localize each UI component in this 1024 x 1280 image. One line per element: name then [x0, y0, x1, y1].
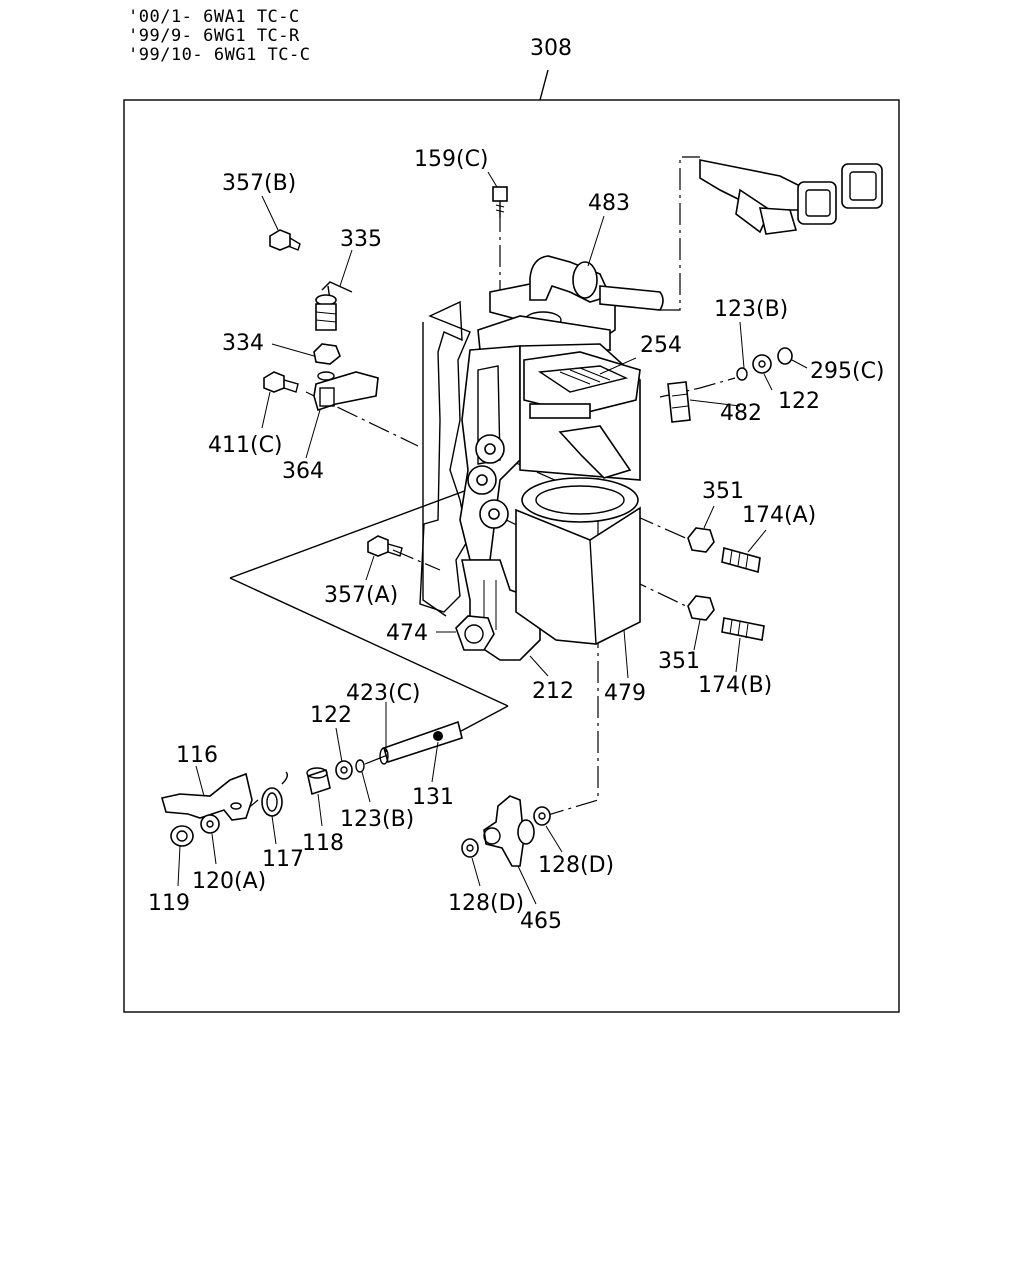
- gasket: [419, 300, 471, 613]
- callout-122-top: 122: [778, 389, 820, 414]
- wire-harness-483: [529, 255, 664, 311]
- callout-119: 119: [148, 891, 190, 916]
- callout-254: 254: [640, 333, 682, 358]
- nut-334: [313, 343, 341, 381]
- actuator-box: [515, 477, 641, 645]
- callout-479: 479: [604, 681, 646, 706]
- clip-482: [667, 381, 691, 423]
- assembly-leader: [539, 69, 549, 101]
- callout-351-top: 351: [702, 479, 744, 504]
- bolt-357B: [269, 229, 301, 251]
- callout-423C: 423(C): [346, 681, 421, 706]
- assembly-number: 308: [530, 36, 572, 61]
- assembly-frame: [123, 99, 900, 1013]
- callout-474: 474: [386, 621, 428, 646]
- leader-lines: [177, 171, 808, 905]
- callout-174B: 174(B): [698, 673, 772, 698]
- oring-123B-bottom: [355, 759, 365, 773]
- lever-465: [483, 795, 535, 867]
- callout-357B: 357(B): [222, 171, 296, 196]
- washers-top-right: [736, 347, 793, 381]
- applicability-line-2: '99/9- 6WG1 TC-R: [128, 26, 300, 46]
- bolt-411C: [263, 371, 299, 393]
- callout-465: 465: [520, 909, 562, 934]
- bracket-364: [313, 371, 379, 412]
- shaft-423C: [379, 720, 463, 765]
- gasket-edge: [422, 322, 447, 617]
- pivot-bosses: [467, 434, 509, 529]
- callout-123B-bottom: 123(B): [340, 807, 414, 832]
- spring-117: [261, 771, 289, 817]
- callout-334: 334: [222, 331, 264, 356]
- callout-295C: 295(C): [810, 359, 885, 384]
- applicability-line-1: '00/1- 6WA1 TC-C: [128, 7, 300, 27]
- callout-357A: 357(A): [324, 583, 398, 608]
- callout-131: 131: [412, 785, 454, 810]
- washer-128D-left: [461, 838, 479, 858]
- callout-364: 364: [282, 459, 324, 484]
- callout-159C: 159(C): [414, 147, 489, 172]
- washer-128D-right: [533, 806, 551, 826]
- connector-harness: [699, 159, 883, 235]
- callout-118: 118: [302, 831, 344, 856]
- callout-174A: 174(A): [742, 503, 816, 528]
- bolt-357A: [367, 535, 403, 557]
- electronic-module: [523, 351, 641, 479]
- callout-123B-top: 123(B): [714, 297, 788, 322]
- stud-174A: [721, 546, 761, 574]
- callout-483: 483: [588, 191, 630, 216]
- bolt-159C: [492, 186, 508, 218]
- lever-116: [160, 772, 253, 821]
- nut-351-top: [687, 527, 715, 553]
- bushing-118: [306, 767, 331, 796]
- applicability-line-3: '99/10- 6WG1 TC-C: [128, 45, 311, 65]
- callout-120A: 120(A): [192, 869, 266, 894]
- nut-351-bottom: [687, 595, 715, 621]
- washer-120A: [200, 814, 220, 834]
- callout-351-bottom: 351: [658, 649, 700, 674]
- callout-482: 482: [720, 401, 762, 426]
- nut-119: [170, 825, 194, 847]
- callout-212: 212: [532, 679, 574, 704]
- callout-116: 116: [176, 743, 218, 768]
- lever-335: [315, 281, 353, 331]
- washer-122-bottom: [335, 760, 353, 780]
- callout-117: 117: [262, 847, 304, 872]
- nut-474: [455, 615, 495, 651]
- callout-122-bottom: 122: [310, 703, 352, 728]
- callout-335: 335: [340, 227, 382, 252]
- callout-411C: 411(C): [208, 433, 283, 458]
- stud-174B: [721, 617, 765, 641]
- callout-128D-left: 128(D): [448, 891, 524, 916]
- callout-128D-right: 128(D): [538, 853, 614, 878]
